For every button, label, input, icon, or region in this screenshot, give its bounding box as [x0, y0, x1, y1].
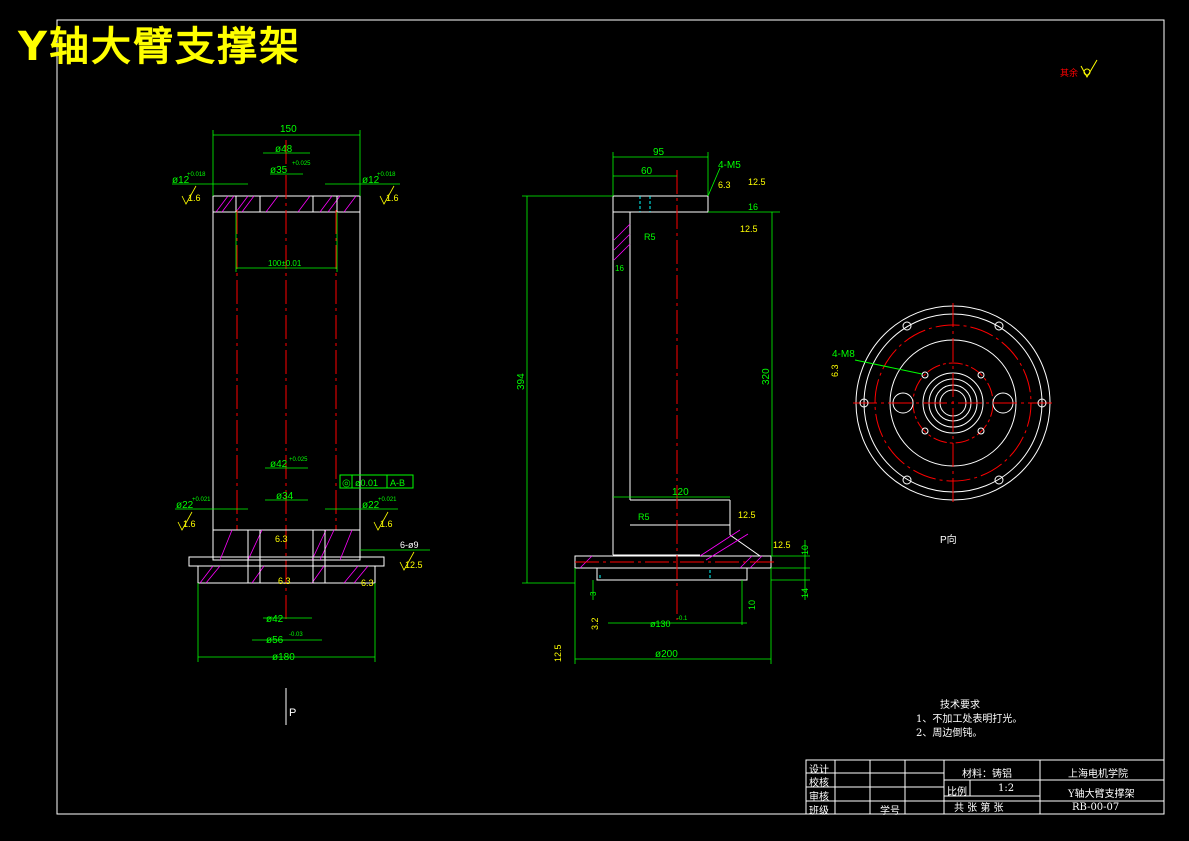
svg-text:R5: R5: [638, 512, 650, 522]
front-view: [188, 140, 385, 620]
tolerance-frame: ◎ ø0.01 A-B: [339, 474, 414, 489]
roughness-symbol: [1080, 59, 1098, 79]
svg-text:+0.021: +0.021: [192, 497, 211, 503]
front-dim-text: 150 ø48 ø35 +0.025 ø12 +0.018 ø12 +0.018…: [172, 124, 397, 663]
front-dimensions: [172, 130, 430, 662]
view-arrow-label: P: [289, 707, 296, 719]
side-hatch: [579, 223, 763, 569]
drawing-title: Y轴大臂支撑架: [18, 24, 301, 70]
tb-school: 上海电机学院: [1068, 769, 1128, 780]
tol-value: ø0.01: [355, 478, 378, 488]
tb-sheets: 共 张 第 张: [954, 803, 1004, 814]
svg-text:-0.1: -0.1: [677, 616, 688, 622]
svg-text:150: 150: [280, 124, 297, 135]
svg-text:ø12: ø12: [362, 175, 380, 186]
svg-text:1.6: 1.6: [188, 193, 201, 203]
svg-text:3: 3: [589, 591, 598, 596]
svg-text:ø48: ø48: [275, 144, 293, 155]
drawing-border: [56, 19, 1165, 815]
side-dimensions: [522, 152, 810, 664]
tb-role-class: 班级: [809, 806, 829, 817]
tech-item: 1、不加工处表明打光。: [916, 714, 1023, 725]
svg-text:6.3: 6.3: [275, 534, 288, 544]
svg-text:14: 14: [800, 588, 810, 598]
tb-student-no: 学号: [880, 806, 900, 817]
tb-scale-label: 比例: [947, 787, 967, 798]
svg-text:1.6: 1.6: [183, 519, 196, 529]
svg-text:ø180: ø180: [272, 652, 295, 663]
svg-text:100±0.01: 100±0.01: [268, 259, 302, 268]
p-view: [853, 303, 1053, 503]
title-block: [805, 759, 1165, 815]
svg-text:ø35: ø35: [270, 165, 288, 176]
svg-text:6.3: 6.3: [718, 180, 731, 190]
svg-text:1.6: 1.6: [386, 193, 399, 203]
svg-text:R5: R5: [644, 232, 656, 242]
tb-role-design: 设计: [809, 765, 829, 776]
svg-text:-0.03: -0.03: [289, 632, 303, 638]
tb-material: 材料：铸铝: [962, 769, 1012, 780]
svg-text:12.5: 12.5: [748, 177, 766, 187]
svg-text:+0.025: +0.025: [289, 457, 308, 463]
side-dim-text: 95 60 4-M5 16 16 394 320 R5 120 R5 10 14…: [516, 147, 810, 660]
tech-heading: 技术要求: [940, 700, 980, 711]
svg-text:6-ø9: 6-ø9: [400, 540, 419, 550]
svg-text:6.3: 6.3: [361, 578, 374, 588]
svg-text:ø22: ø22: [176, 500, 194, 511]
svg-text:16: 16: [615, 264, 624, 273]
svg-text:12.5: 12.5: [740, 224, 758, 234]
svg-text:6.3: 6.3: [278, 576, 291, 586]
roughness-note: 其余: [1060, 67, 1078, 78]
svg-text:ø12: ø12: [172, 175, 190, 186]
tol-datum: A-B: [390, 478, 405, 488]
side-hidden: [599, 196, 711, 580]
front-roughness: 1.6 1.6 1.6 1.6 6.3 6.3 6.3 6-ø9 12.5: [183, 193, 423, 588]
svg-text:16: 16: [748, 202, 758, 212]
front-top-flange-hatch: [215, 195, 357, 213]
tb-drawing-no: RB-00-07: [1072, 802, 1120, 813]
svg-text:ø200: ø200: [655, 649, 678, 660]
svg-text:120: 120: [672, 487, 689, 498]
svg-text:ø56: ø56: [266, 635, 284, 646]
svg-text:394: 394: [516, 373, 527, 390]
tb-role-review: 审核: [809, 792, 829, 803]
svg-text:1.6: 1.6: [380, 519, 393, 529]
tb-role-check: 校核: [809, 778, 829, 789]
tol-symbol: ◎: [342, 478, 351, 489]
svg-text:ø42: ø42: [266, 614, 284, 625]
svg-text:320: 320: [761, 368, 772, 385]
svg-text:ø42: ø42: [270, 459, 288, 470]
svg-text:ø22: ø22: [362, 500, 380, 511]
svg-text:60: 60: [641, 166, 653, 177]
side-view: [574, 195, 772, 581]
p-m8-label: 4-M8: [832, 349, 855, 360]
p-view-label: P向: [940, 533, 957, 546]
side-top-flange: [612, 195, 709, 213]
svg-text:95: 95: [653, 147, 665, 158]
svg-text:+0.018: +0.018: [187, 172, 206, 178]
front-bottom-base: [212, 529, 361, 561]
tech-requirements: 技术要求 1、不加工处表明打光。 2、周边倒钝。: [900, 699, 1022, 741]
side-roughness: 6.3 12.5 12.5 12.5 12.5 3.2 12.5: [553, 177, 791, 662]
svg-text:+0.025: +0.025: [292, 161, 311, 167]
svg-text:4-M5: 4-M5: [718, 160, 741, 171]
svg-text:12.5: 12.5: [553, 644, 563, 662]
front-bottom-hatch: [199, 529, 369, 584]
p-roughness: 6.3: [830, 364, 840, 377]
svg-text:12.5: 12.5: [405, 560, 423, 570]
svg-text:10: 10: [800, 545, 810, 555]
svg-text:+0.018: +0.018: [377, 172, 396, 178]
svg-text:12.5: 12.5: [773, 540, 791, 550]
svg-text:10: 10: [747, 600, 757, 610]
svg-text:3.2: 3.2: [590, 617, 600, 630]
svg-text:12.5: 12.5: [738, 510, 756, 520]
tb-scale-value: 1:2: [998, 783, 1015, 794]
front-roughness-marks: [177, 185, 415, 571]
tb-part-name: Y轴大臂支撑架: [1068, 789, 1135, 800]
svg-text:ø130: ø130: [650, 619, 671, 629]
svg-text:ø34: ø34: [276, 491, 294, 502]
tech-item: 2、周边倒钝。: [916, 728, 983, 739]
svg-text:+0.021: +0.021: [378, 497, 397, 503]
